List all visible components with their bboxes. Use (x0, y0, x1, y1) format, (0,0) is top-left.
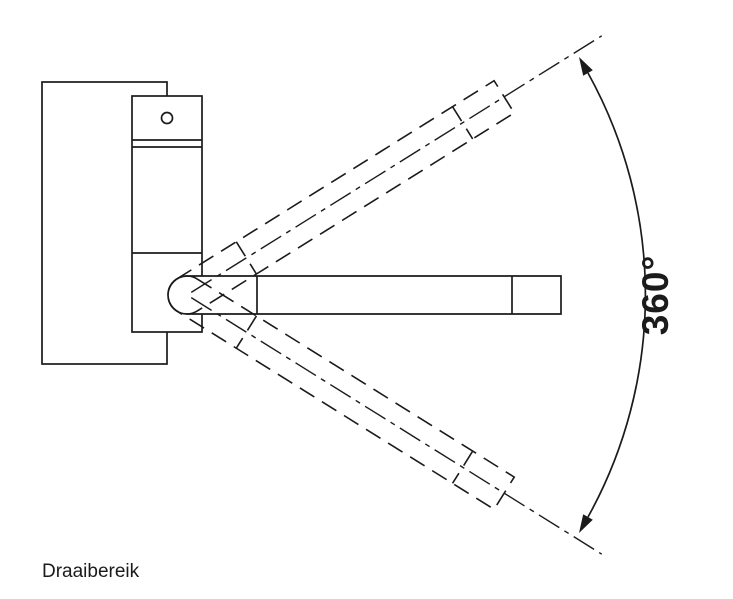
mounting-screw-hole (160, 111, 174, 125)
caption: Draaibereik (42, 561, 140, 582)
rotation-angle-label: 360° (635, 255, 676, 336)
rotation-arc (587, 72, 647, 518)
centerline-upper (190, 35, 603, 293)
arc-arrowhead-bottom (579, 514, 593, 533)
arc-arrowhead-top (579, 57, 593, 76)
spout-solid (167, 275, 562, 315)
centerline-lower (190, 297, 603, 555)
